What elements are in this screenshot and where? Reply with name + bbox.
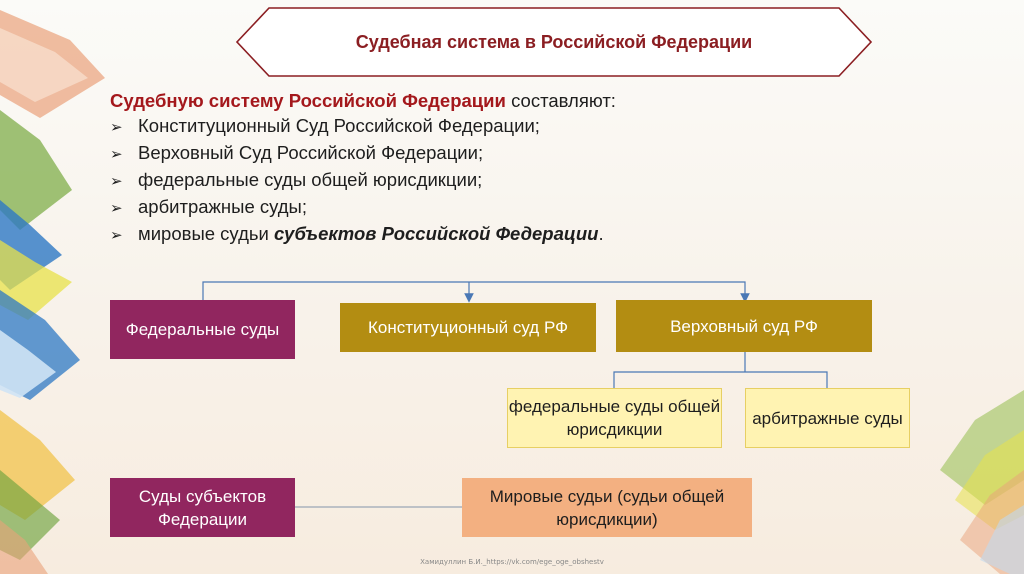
title-banner: Судебная система в Российской Федерации <box>236 7 872 77</box>
general-courts-box: федеральные суды общей юрисдикции <box>507 388 722 448</box>
supreme-court-box: Верховный суд РФ <box>616 300 872 352</box>
federal-courts-box: Федеральные суды <box>110 300 295 359</box>
arrow-bullet-icon: ➢ <box>110 173 123 190</box>
arrow-bullet-icon: ➢ <box>110 200 123 217</box>
page-title: Судебная система в Российской Федерации <box>355 31 753 52</box>
magistrates-box: Мировые судьи (судьи общей юрисдикции) <box>462 478 752 537</box>
list-item: ➢федеральные суды общей юрисдикции; <box>110 167 970 194</box>
arrow-bullet-icon: ➢ <box>110 146 123 163</box>
constitutional-court-box: Конституционный суд РФ <box>340 303 596 352</box>
list-item: ➢арбитражные суды; <box>110 194 970 221</box>
arrow-bullet-icon: ➢ <box>110 119 123 136</box>
intro-lead: Судебную систему Российской Федерации со… <box>110 88 970 113</box>
list-item: ➢Конституционный Суд Российской Федераци… <box>110 113 970 140</box>
arrow-bullet-icon: ➢ <box>110 227 123 244</box>
footer-credit: Хамидуллин Б.И._https://vk.com/ege_oge_o… <box>420 558 604 566</box>
intro-text: Судебную систему Российской Федерации со… <box>110 88 970 248</box>
emphasis-text: субъектов Российской Федерации <box>273 223 599 244</box>
subject-courts-box: Суды субъектов Федерации <box>110 478 295 537</box>
intro-lead-rest: составляют: <box>505 90 616 111</box>
list-item: ➢мировые судьи субъектов Российской Феде… <box>110 221 970 248</box>
court-list: ➢Конституционный Суд Российской Федераци… <box>110 113 970 248</box>
list-item: ➢Верховный Суд Российской Федерации; <box>110 140 970 167</box>
arbitration-courts-box: арбитражные суды <box>745 388 910 448</box>
intro-lead-highlight: Судебную систему Российской Федерации <box>110 90 506 111</box>
